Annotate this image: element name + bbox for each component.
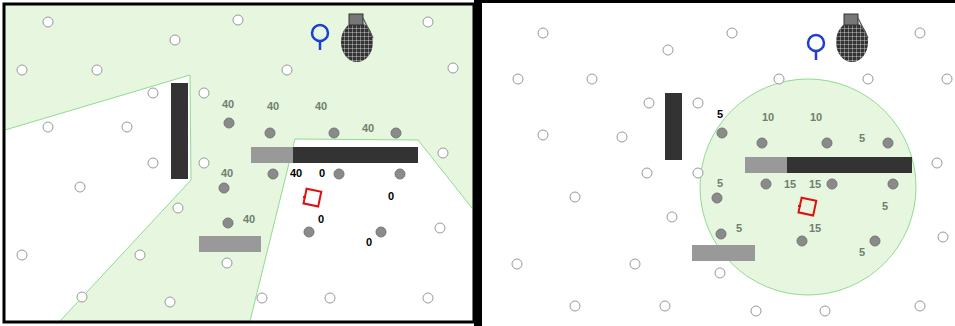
score-number: 5 xyxy=(859,246,865,258)
score-number: 40 xyxy=(290,167,302,179)
score-number: 0 xyxy=(388,190,394,202)
grenade-icon xyxy=(341,14,868,62)
panel-divider xyxy=(474,0,482,326)
score-number: 40 xyxy=(221,167,233,179)
visibility-region xyxy=(3,3,474,323)
shadow-region xyxy=(250,139,472,321)
score-number: 5 xyxy=(859,132,865,144)
score-number: 40 xyxy=(315,100,327,112)
scored-points xyxy=(219,118,898,246)
shadow-region xyxy=(5,75,191,321)
thrower-icon xyxy=(312,25,824,60)
score-number: 10 xyxy=(762,111,774,123)
panel-frame xyxy=(482,0,955,3)
score-number: 0 xyxy=(366,236,372,248)
walls xyxy=(171,83,912,261)
score-number: 5 xyxy=(717,108,723,120)
score-number: 40 xyxy=(267,100,279,112)
player-marker xyxy=(303,189,816,216)
region-edge xyxy=(5,75,191,321)
score-number: 40 xyxy=(243,213,255,225)
score-number: 40 xyxy=(362,122,374,134)
score-number: 15 xyxy=(809,178,821,190)
score-number: 15 xyxy=(809,222,821,234)
region-edge xyxy=(250,139,472,321)
score-number: 5 xyxy=(717,177,723,189)
score-number: 5 xyxy=(882,200,888,212)
score-number: 0 xyxy=(319,167,325,179)
panel-frame xyxy=(4,4,474,322)
empty-points xyxy=(17,15,952,316)
score-number: 10 xyxy=(810,111,822,123)
score-number: 5 xyxy=(736,222,742,234)
score-number: 15 xyxy=(784,178,796,190)
blast-radius xyxy=(700,79,916,295)
score-number: 40 xyxy=(222,98,234,110)
score-number: 0 xyxy=(318,213,324,225)
